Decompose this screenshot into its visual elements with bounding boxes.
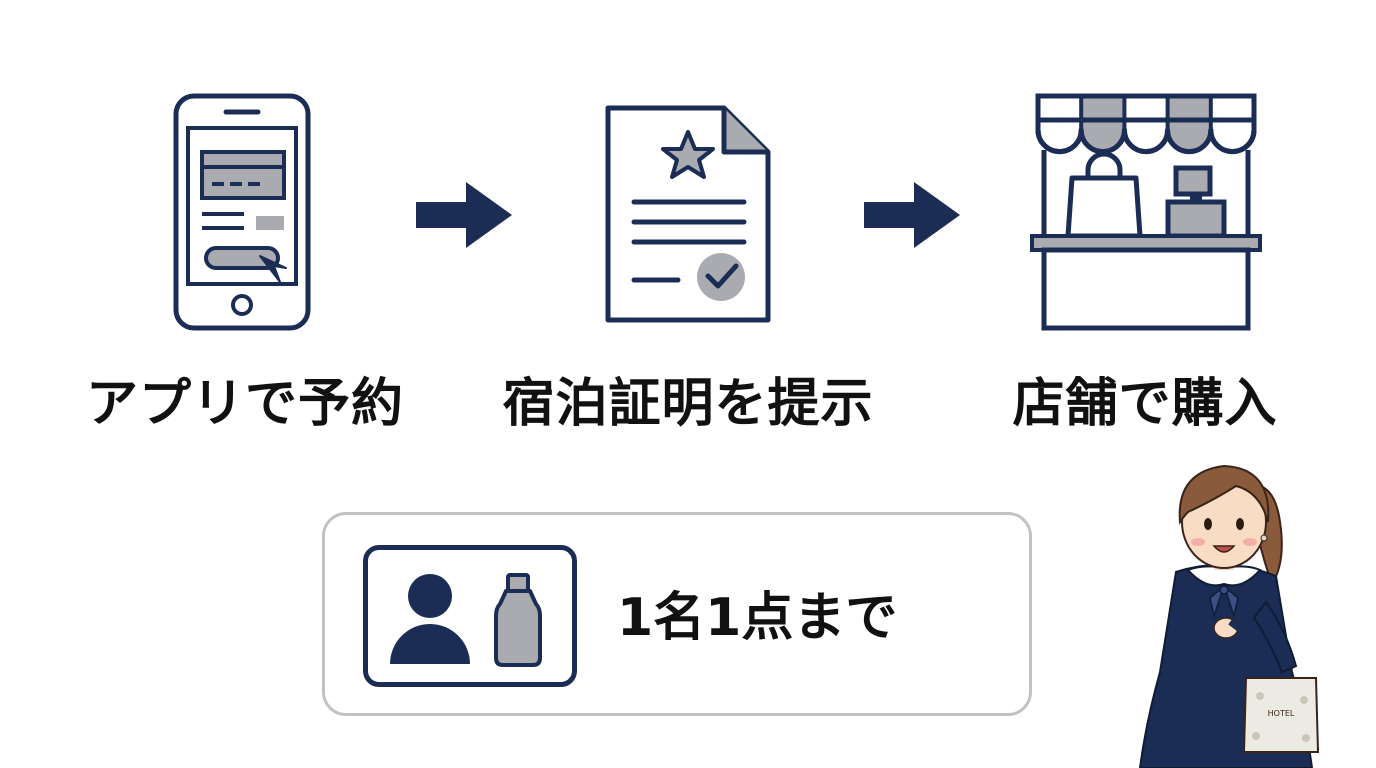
person-icon bbox=[390, 574, 470, 664]
step-label-certificate: 宿泊証明を提示 bbox=[502, 374, 874, 434]
limit-icon-frame bbox=[363, 545, 577, 687]
shopping-woman-illustration: HOTEL bbox=[1138, 464, 1320, 768]
step-label-reserve: アプリで予約 bbox=[85, 374, 404, 434]
certificate-document-icon bbox=[605, 105, 771, 323]
tote-bag-text: HOTEL bbox=[1268, 709, 1295, 718]
arrow-right-icon bbox=[864, 182, 960, 248]
purchase-limit-text: 1名1点まで bbox=[617, 588, 898, 648]
shop-stall-icon bbox=[1030, 93, 1262, 331]
smartphone-reservation-icon bbox=[173, 93, 311, 331]
bottle-icon bbox=[494, 573, 542, 667]
step-label-purchase: 店舗で購入 bbox=[1012, 374, 1278, 434]
purchase-limit-box: 1名1点まで bbox=[322, 512, 1032, 716]
arrow-right-icon bbox=[416, 182, 512, 248]
